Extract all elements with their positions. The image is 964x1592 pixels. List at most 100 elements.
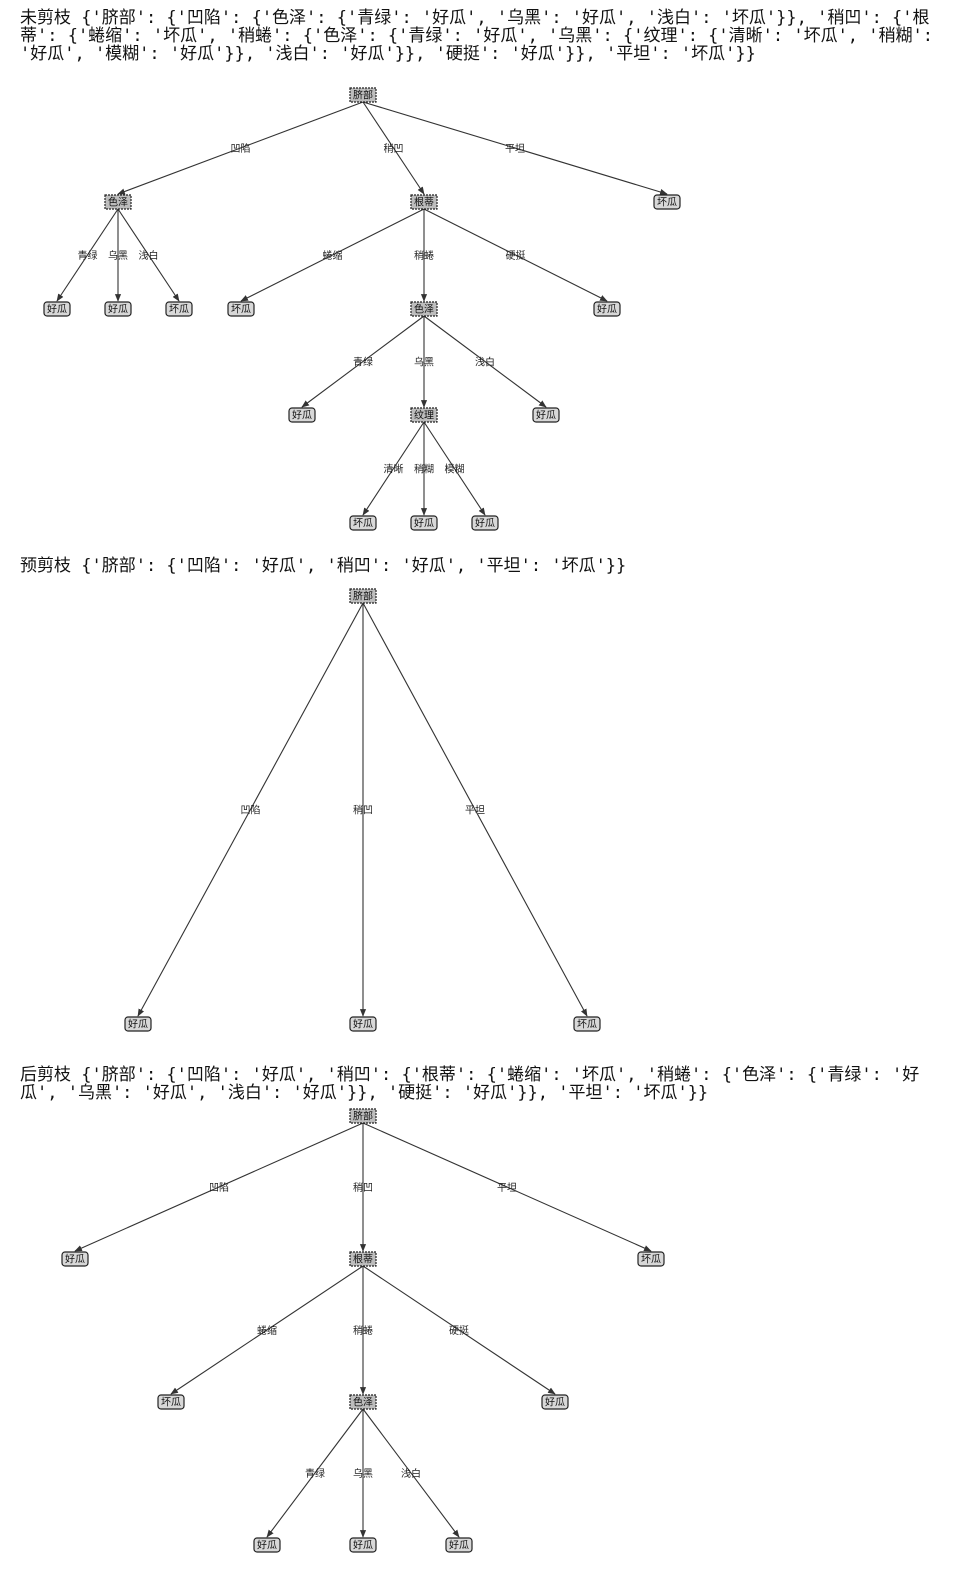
leaf-box: [637, 1251, 665, 1267]
node-label: 坏瓜: [577, 1019, 597, 1031]
edge-label: 清晰: [384, 463, 404, 476]
decision-box: [349, 1108, 377, 1124]
leaf-box: [410, 515, 438, 531]
tree-edge: [362, 602, 588, 1017]
edge-label: 稍凹: [353, 1181, 373, 1194]
leaf-node: 好瓜: [471, 515, 499, 531]
tree-edge: [362, 101, 425, 195]
decision-node: 色泽: [410, 301, 438, 317]
node-label: 好瓜: [449, 1540, 469, 1552]
tree-edge: [423, 208, 608, 302]
decision-node: 纹理: [410, 407, 438, 423]
node-label: 好瓜: [353, 1019, 373, 1031]
tree-edge: [362, 421, 425, 516]
leaf-box: [471, 515, 499, 531]
edge-label: 乌黑: [353, 1467, 373, 1480]
leaf-node: 好瓜: [104, 301, 132, 317]
node-label: 好瓜: [545, 1397, 565, 1409]
leaf-node: 坏瓜: [157, 1394, 185, 1410]
tree-edge: [117, 101, 364, 195]
tree-edge: [362, 1122, 652, 1252]
leaf-node: 好瓜: [61, 1251, 89, 1267]
leaf-box: [43, 301, 71, 317]
node-label: 坏瓜: [657, 197, 677, 209]
decision-node: 根蒂: [410, 194, 438, 210]
node-label: 脐部: [353, 89, 373, 102]
leaf-node: 坏瓜: [637, 1251, 665, 1267]
leaf-box: [593, 301, 621, 317]
leaf-box: [165, 301, 193, 317]
node-label: 坏瓜: [353, 518, 373, 530]
tree-edge: [240, 208, 425, 302]
tree-edge: [117, 208, 180, 302]
edge-label: 蜷缩: [323, 249, 343, 262]
tree-edge: [362, 1408, 460, 1538]
edge-label: 乌黑: [108, 249, 128, 262]
node-label: 色泽: [108, 196, 128, 209]
node-label: 纹理: [414, 409, 434, 422]
tree-edge: [170, 1265, 364, 1395]
leaf-node: 坏瓜: [573, 1016, 601, 1032]
decision-box: [410, 194, 438, 210]
leaf-box: [541, 1394, 569, 1410]
edge-label: 凹陷: [231, 142, 251, 155]
decision-box: [410, 301, 438, 317]
edge-label: 模糊: [445, 463, 465, 476]
leaf-node: 好瓜: [288, 407, 316, 423]
edge-label: 稍凹: [353, 804, 373, 817]
leaf-node: 好瓜: [445, 1537, 473, 1553]
leaf-node: 坏瓜: [227, 301, 255, 317]
edge-label: 稍蜷: [414, 249, 434, 262]
node-label: 好瓜: [475, 518, 495, 530]
tree-edge: [362, 101, 668, 195]
leaf-box: [349, 1537, 377, 1553]
node-label: 好瓜: [108, 304, 128, 316]
edge-label: 硬挺: [449, 1324, 469, 1337]
unpruned-tree-caption: 未剪枝 {'脐部': {'凹陷': {'色泽': {'青绿': '好瓜', '乌…: [20, 8, 944, 64]
leaf-box: [227, 301, 255, 317]
node-label: 好瓜: [536, 410, 556, 422]
decision-box: [349, 87, 377, 103]
edge-label: 乌黑: [414, 356, 434, 369]
node-label: 坏瓜: [169, 304, 189, 316]
leaf-node: 好瓜: [593, 301, 621, 317]
decision-node: 脐部: [349, 87, 377, 103]
node-label: 色泽: [353, 1396, 373, 1409]
leaf-box: [253, 1537, 281, 1553]
leaf-node: 好瓜: [349, 1016, 377, 1032]
decision-node: 脐部: [349, 588, 377, 604]
edge-label: 稍蜷: [353, 1324, 373, 1337]
postpruned-tree-caption: 后剪枝 {'脐部': {'凹陷': '好瓜', '稍凹': {'根蒂': {'蜷…: [20, 1065, 920, 1103]
node-label: 脐部: [353, 1110, 373, 1123]
prepruned-tree-caption: 预剪枝 {'脐部': {'凹陷': '好瓜', '稍凹': '好瓜', '平坦'…: [20, 556, 627, 576]
edge-label: 浅白: [401, 1467, 421, 1480]
edge-label: 稍糊: [414, 463, 434, 476]
tree-edge: [423, 315, 547, 408]
leaf-box: [61, 1251, 89, 1267]
decision-box: [410, 407, 438, 423]
node-label: 色泽: [414, 303, 434, 316]
leaf-box: [349, 515, 377, 531]
leaf-node: 坏瓜: [653, 194, 681, 210]
edge-label: 青绿: [305, 1467, 325, 1480]
leaf-box: [104, 301, 132, 317]
edge-label: 稍凹: [384, 142, 404, 155]
edge-label: 青绿: [78, 249, 98, 262]
decision-box: [349, 1394, 377, 1410]
node-label: 好瓜: [597, 304, 617, 316]
leaf-node: 坏瓜: [165, 301, 193, 317]
node-label: 好瓜: [257, 1540, 277, 1552]
decision-box: [349, 588, 377, 604]
node-label: 好瓜: [292, 410, 312, 422]
edge-label: 浅白: [139, 249, 159, 262]
leaf-box: [532, 407, 560, 423]
node-label: 好瓜: [128, 1019, 148, 1031]
postpruned-decision-tree: 凹陷稍凹平坦蜷缩稍蜷硬挺青绿乌黑浅白脐部好瓜根蒂坏瓜坏瓜色泽好瓜好瓜好瓜好瓜: [61, 1108, 665, 1553]
node-label: 根蒂: [414, 196, 434, 209]
node-label: 脐部: [353, 590, 373, 603]
leaf-node: 好瓜: [532, 407, 560, 423]
decision-box: [104, 194, 132, 210]
leaf-box: [653, 194, 681, 210]
edge-label: 青绿: [353, 356, 373, 369]
leaf-box: [288, 407, 316, 423]
